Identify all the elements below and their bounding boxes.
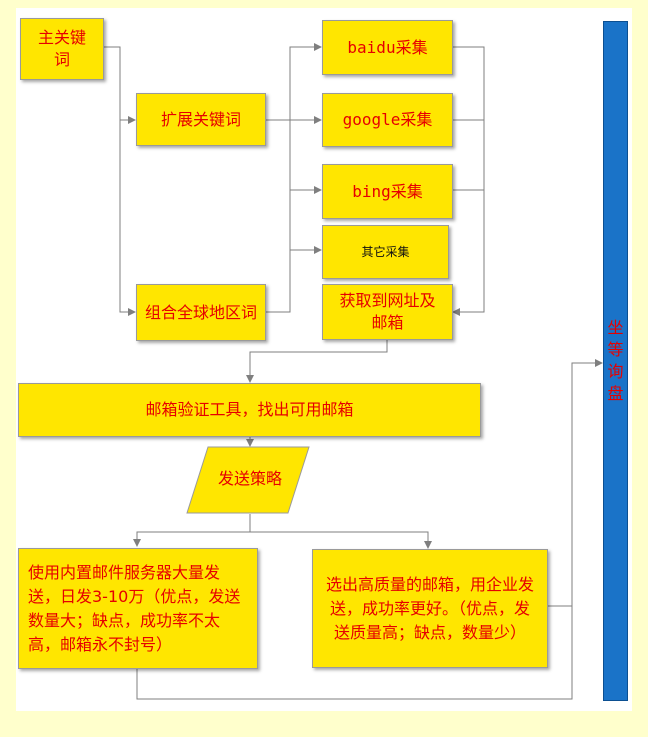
get-urls-box: 获取到网址及邮箱 <box>322 284 453 340</box>
baidu-box: baidu采集 <box>322 20 453 75</box>
combine-regions-box: 组合全球地区词 <box>136 284 266 341</box>
verify-tool-label: 邮箱验证工具，找出可用邮箱 <box>145 400 354 419</box>
sidebar-label: 坐等询盘 <box>607 318 624 403</box>
builtin-server-box: 使用内置邮件服务器大量发送，日发3-10万（优点，发送数量大；缺点，成功率不太高… <box>18 548 258 669</box>
other-box: 其它采集 <box>322 225 449 279</box>
bing-label: bing采集 <box>352 181 423 201</box>
main-keyword-label: 主关键词 <box>37 28 86 69</box>
builtin-server-label: 使用内置邮件服务器大量发送，日发3-10万（优点，发送数量大；缺点，成功率不太高… <box>28 562 241 654</box>
expand-keyword-label: 扩展关键词 <box>160 109 241 129</box>
verify-tool-box: 邮箱验证工具，找出可用邮箱 <box>18 383 481 437</box>
send-strategy-shape <box>186 446 310 514</box>
sidebar-await-inquiry: 坐等询盘 <box>603 21 628 701</box>
enterprise-box: 选出高质量的邮箱，用企业发送，成功率更好。（优点，发送质量高；缺点，数量少） <box>312 549 548 668</box>
combine-regions-label: 组合全球地区词 <box>144 302 257 322</box>
send-strategy-box: 发送策略 <box>192 446 308 512</box>
expand-keyword-box: 扩展关键词 <box>136 93 266 146</box>
google-label: google采集 <box>342 110 433 129</box>
send-strategy-label: 发送策略 <box>217 469 282 488</box>
bing-box: bing采集 <box>322 164 453 219</box>
baidu-label: baidu采集 <box>347 37 428 57</box>
other-label: 其它采集 <box>361 245 410 259</box>
get-urls-label: 获取到网址及邮箱 <box>339 291 436 332</box>
main-keyword-box: 主关键词 <box>20 18 104 80</box>
enterprise-label: 选出高质量的邮箱，用企业发送，成功率更好。（优点，发送质量高；缺点，数量少） <box>325 574 534 642</box>
google-box: google采集 <box>322 93 453 147</box>
